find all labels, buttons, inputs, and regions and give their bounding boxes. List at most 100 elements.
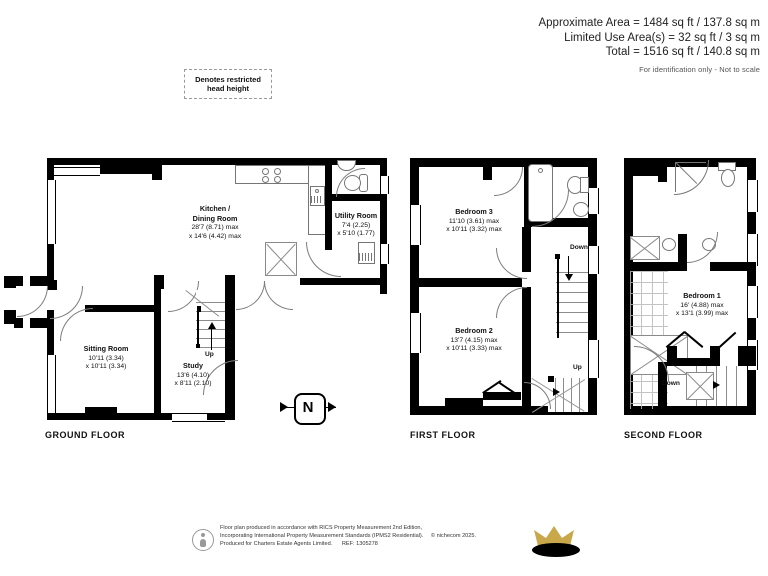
sf-basin-1	[662, 238, 676, 251]
stair-tread	[196, 302, 225, 303]
sink-tap	[315, 189, 319, 193]
stair-tread	[556, 292, 588, 293]
door-swing-hall-kitchen-2	[264, 281, 293, 310]
wall-sf-right-d	[747, 318, 756, 340]
footer-text: Floor plan produced in accordance with R…	[220, 524, 476, 548]
wall-sf-dormer-left	[658, 362, 667, 410]
wall-gf-top	[47, 158, 297, 165]
wall-gf-study-left	[154, 275, 161, 420]
door-swing-bedroom3	[496, 248, 527, 279]
kitchen-dim-1: 28'7 (8.71) max	[191, 224, 239, 232]
wall-ff-bottom-3	[483, 406, 597, 415]
stair-up-label: Up	[205, 351, 214, 358]
wall-gf-porch-left-2	[4, 310, 16, 324]
wall-ff-left-c	[410, 353, 419, 415]
window-ff-stair	[588, 246, 599, 274]
wall-ff-right-b	[588, 214, 597, 246]
shower-spray-line-3	[675, 162, 676, 192]
kitchen-counter	[235, 165, 310, 184]
wall-gf-left-mid	[47, 242, 54, 287]
wall-ff-top-2	[525, 158, 597, 167]
study-name: Study	[183, 361, 203, 370]
wall-sf-dormer-base	[667, 358, 720, 366]
sf-wc-pan	[721, 169, 735, 187]
compass-north-label: N	[302, 398, 314, 416]
wall-sf-ensuite-vert	[678, 234, 687, 262]
study-dim-1: 13'6 (4.10)	[176, 371, 210, 379]
bedroom3-name: Bedroom 3	[455, 207, 493, 216]
ground-floor-plan: Up Kitchen / Dining Room 28'7 (8.71) max…	[0, 150, 400, 450]
shower-spray-line-2	[676, 162, 706, 163]
compass-rose: N	[280, 393, 336, 425]
door-swing-hall-kitchen	[236, 281, 265, 310]
stair-newel-ff-up	[548, 376, 554, 382]
first-floor-label: FIRST FLOOR	[410, 430, 476, 440]
stair-up-arrow-line	[211, 328, 212, 350]
rics-seal-icon	[192, 529, 214, 551]
footer: Floor plan produced in accordance with R…	[192, 522, 592, 568]
door-swing-front	[17, 286, 48, 317]
compass-box	[294, 393, 326, 425]
window-gf-kitchen-top	[54, 167, 100, 176]
wall-sf-dormer-b	[710, 346, 720, 366]
seal-head-shape	[200, 533, 205, 537]
bedroom3-dim-1: 11'10 (3.61) max	[448, 217, 500, 225]
wall-gf-porch-left	[4, 276, 16, 288]
door-swing-ensuite	[687, 232, 718, 263]
window-gf-utility	[380, 244, 389, 264]
stair-tread	[196, 320, 225, 321]
window-sf-right-1	[747, 180, 758, 212]
wall-gf-kitchen-nib2	[152, 158, 162, 180]
crown-svg	[532, 526, 580, 557]
sink-drainer-lines	[311, 196, 322, 203]
wall-sf-ensuite-bottom	[624, 262, 671, 271]
kitchen-island-unit	[265, 242, 297, 276]
stair-up-arrow-head-ff	[553, 388, 560, 396]
second-floor-plan: Down Bedroom 1 16' (4.88) max x 13'1 (3.…	[610, 150, 768, 450]
stair-tread	[579, 378, 580, 412]
hob-burner-4	[274, 176, 281, 183]
utility-dim-1: 7'4 (2.25)	[341, 221, 371, 229]
wall-ff-bottom	[410, 406, 445, 415]
wall-sf-ensuite-bottom-2	[671, 262, 687, 271]
wall-gf-bottom-4	[207, 413, 235, 420]
wall-sf-right-a	[747, 158, 756, 180]
wall-ff-dormer	[483, 392, 521, 400]
wall-sf-right-b	[747, 212, 756, 234]
door-swing-utility	[306, 242, 341, 277]
bedroom1-name: Bedroom 1	[683, 291, 721, 300]
door-swing-bedroom2	[496, 287, 527, 318]
stair-tread	[556, 302, 588, 303]
restricted-head-height-legend: Denotes restricted head height	[184, 69, 272, 99]
wall-sf-ensuite-nib-top	[624, 158, 658, 176]
wall-ff-bed3-nib	[483, 158, 492, 180]
wall-gf-bottom-3	[117, 413, 172, 420]
stair-newel-first	[555, 254, 560, 259]
stair-down-label-second: Down	[662, 380, 680, 387]
window-gf-porch-outer-2	[22, 318, 31, 328]
wall-gf-kitchen-bottom	[47, 280, 57, 290]
footer-reference: REF: 1305278	[341, 541, 378, 547]
sf-wardrobe-top	[630, 236, 660, 260]
ff-wc-cistern	[580, 177, 589, 193]
sitting-dim-1: 10'11 (3.34)	[88, 354, 124, 362]
hob-burner-3	[262, 176, 269, 183]
wall-gf-utility-bottom2	[332, 278, 387, 285]
wall-gf-bottom	[47, 413, 85, 420]
stair-tread	[196, 329, 225, 330]
footer-line-3: Produced for Charters Estate Agents Limi…	[220, 541, 333, 547]
door-swing-cloakroom	[336, 168, 365, 197]
stair-tread	[556, 322, 588, 323]
window-gf-porch-outer	[22, 276, 31, 286]
nichecom-crown-logo	[522, 524, 590, 558]
wall-ff-landing-vertical-2	[522, 287, 531, 410]
window-ff-bed3	[410, 205, 421, 245]
wall-gf-stair-right	[225, 275, 235, 420]
room-label-bedroom1: Bedroom 1 16' (4.88) max x 13'1 (3.99) m…	[652, 291, 752, 319]
wall-sf-right-c	[747, 266, 756, 286]
utility-dim-2: x 5'10 (1.77)	[337, 230, 375, 238]
ff-basin	[573, 202, 589, 217]
area-summary: Approximate Area = 1484 sq ft / 137.8 sq…	[538, 16, 760, 77]
stair-up-label-first: Up	[573, 364, 582, 371]
study-dim-2: x 8'11 (2.10)	[174, 380, 212, 388]
